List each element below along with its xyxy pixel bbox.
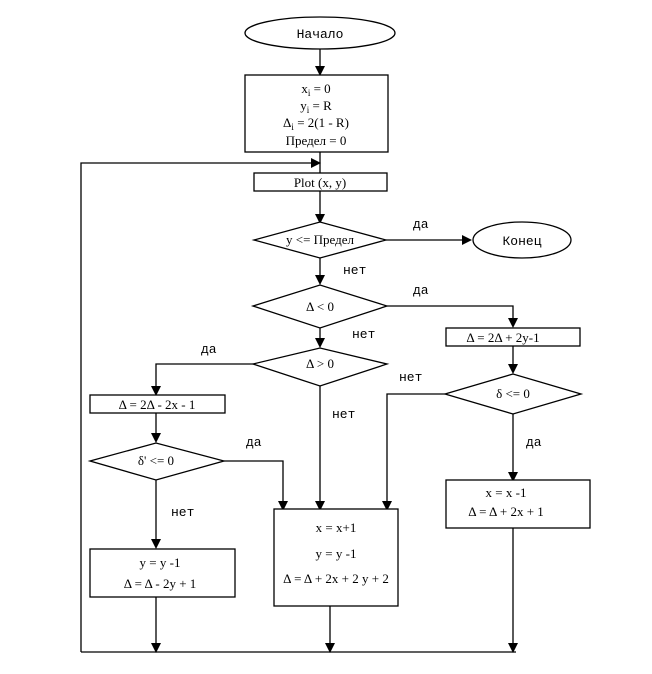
arrowhead-center-c — [382, 501, 392, 511]
label-small-no: нет — [399, 370, 422, 385]
process-shape — [445, 327, 581, 347]
arrowhead-left-top — [151, 386, 161, 396]
arrowhead-right-top — [508, 318, 518, 328]
plot-label: Plot (x, y) — [294, 175, 346, 190]
terminator-shape — [472, 221, 572, 259]
label-prime-yes: да — [246, 435, 262, 450]
node-proc-right-bottom: x = x -1 Δ = Δ + 2x + 1 — [445, 479, 591, 529]
node-cond-delta-small: δ <= 0 — [442, 373, 584, 415]
edge-small-center — [386, 393, 445, 503]
cond-delta-prime-label: δ' <= 0 — [138, 453, 174, 468]
init-line-1: xi = 0 — [301, 81, 330, 98]
cond-delta-neg-label: Δ < 0 — [306, 299, 334, 314]
node-proc-left-top: Δ = 2Δ - 2x - 1 — [89, 394, 226, 414]
cond-limit-label: y <= Предел — [286, 232, 355, 247]
node-proc-center: x = x+1 y = y -1 Δ = Δ + 2x + 2 y + 2 — [273, 508, 399, 607]
proc-left-bottom-line-2: Δ = Δ - 2y + 1 — [124, 576, 197, 591]
arrowhead-center-a — [278, 501, 288, 511]
node-proc-left-bottom: y = y -1 Δ = Δ - 2y + 1 — [89, 548, 236, 598]
arrowhead-center-b — [315, 501, 325, 511]
arrowhead-left-bottom — [151, 539, 161, 549]
process-shape — [89, 548, 236, 598]
decision-shape — [442, 373, 584, 415]
decision-shape — [251, 221, 389, 259]
edge-neg-right — [387, 305, 514, 322]
process-shape — [445, 479, 591, 529]
node-cond-delta-prime: δ' <= 0 — [87, 442, 227, 481]
proc-right-bottom-line-1: x = x -1 — [486, 485, 527, 500]
init-line-4: Предел = 0 — [286, 133, 347, 148]
arrowhead-merge-left — [151, 643, 161, 653]
label-pos-yes: да — [201, 342, 217, 357]
arrowhead-small — [508, 364, 518, 374]
proc-left-bottom-line-1: y = y -1 — [140, 555, 181, 570]
decision-shape — [250, 347, 390, 387]
edge-pos-left — [155, 363, 253, 389]
edge-prime-center — [224, 460, 284, 503]
arrowhead-end — [462, 235, 472, 245]
start-label: Начало — [297, 27, 344, 42]
io-shape — [253, 172, 388, 192]
label-limit-yes: да — [413, 217, 429, 232]
proc-center-line-1: x = x+1 — [316, 520, 357, 535]
label-prime-no: нет — [171, 505, 194, 520]
cond-delta-pos-label: Δ > 0 — [306, 356, 334, 371]
end-label: Конец — [502, 234, 541, 249]
proc-right-top-label: Δ = 2Δ + 2y-1 — [466, 330, 539, 345]
cond-delta-small-label: δ <= 0 — [496, 386, 530, 401]
arrowhead-merge-center — [325, 643, 335, 653]
arrowheads — [151, 66, 518, 653]
arrowhead-neg — [315, 275, 325, 285]
node-end: Конец — [472, 221, 572, 259]
process-shape — [89, 394, 226, 414]
decision-shape — [87, 442, 227, 481]
terminator-shape — [244, 16, 396, 50]
proc-center-line-2: y = y -1 — [316, 546, 357, 561]
label-neg-no: нет — [352, 327, 375, 342]
node-start: Начало — [244, 16, 396, 50]
node-init: xi = 0 yi = R Δi = 2(1 - R) Предел = 0 — [244, 74, 389, 153]
label-small-yes: да — [526, 435, 542, 450]
arrowhead-pos — [315, 338, 325, 348]
arrowhead-merge-right — [508, 643, 518, 653]
init-line-2: yi = R — [300, 98, 332, 115]
label-neg-yes: да — [413, 283, 429, 298]
node-cond-delta-neg: Δ < 0 — [250, 284, 390, 329]
connectors — [80, 48, 516, 653]
edge-labels: да нет да нет да нет нет да да нет — [171, 217, 542, 520]
arrowhead-loop — [311, 158, 321, 168]
node-cond-limit: y <= Предел — [251, 221, 389, 259]
edge-loop-back — [80, 162, 313, 652]
arrowhead-init — [315, 66, 325, 76]
arrowhead-prime — [151, 433, 161, 443]
proc-left-top-label: Δ = 2Δ - 2x - 1 — [119, 397, 196, 412]
node-cond-delta-pos: Δ > 0 — [250, 347, 390, 387]
node-proc-right-top: Δ = 2Δ + 2y-1 — [445, 327, 581, 347]
label-pos-no: нет — [332, 407, 355, 422]
label-limit-no: нет — [343, 263, 366, 278]
process-shape — [244, 74, 389, 153]
arrowhead-limit — [315, 214, 325, 224]
init-line-3: Δi = 2(1 - R) — [283, 115, 349, 132]
arrowhead-right-bottom — [508, 472, 518, 482]
process-shape — [273, 508, 399, 607]
decision-shape — [250, 284, 390, 329]
proc-center-line-3: Δ = Δ + 2x + 2 y + 2 — [283, 571, 389, 586]
node-plot: Plot (x, y) — [253, 172, 388, 192]
proc-right-bottom-line-2: Δ = Δ + 2x + 1 — [468, 504, 544, 519]
